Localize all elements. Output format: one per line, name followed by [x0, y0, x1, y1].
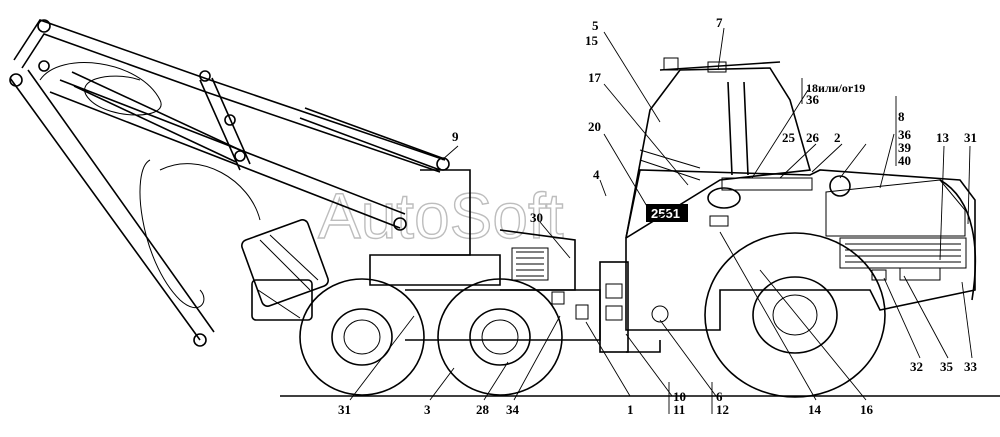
- callout-30: 30: [530, 210, 543, 225]
- callout-31-top: 31: [964, 130, 977, 145]
- watermark: AutoSoft: [318, 180, 564, 252]
- callout-31-bottom: 31: [338, 402, 351, 417]
- callout-16: 16: [860, 402, 874, 417]
- callout-17: 17: [588, 70, 602, 85]
- callout-32: 32: [910, 359, 923, 374]
- rear-wheel: [704, 232, 886, 398]
- front-wheels: [299, 278, 563, 396]
- callout-8: 8: [898, 109, 905, 124]
- callout-1: 1: [627, 402, 634, 417]
- cabin: [625, 57, 812, 239]
- rear-body: 2551: [625, 169, 976, 331]
- callout-10: 10: [673, 389, 686, 404]
- leader-lines: [349, 27, 973, 414]
- callout-20: 20: [588, 119, 601, 134]
- articulation: [599, 261, 661, 353]
- callout-26: 26: [806, 130, 820, 145]
- callout-28: 28: [476, 402, 490, 417]
- callout-12: 12: [716, 402, 729, 417]
- callout-36-top: 36: [806, 92, 820, 107]
- crane-boom: [9, 19, 450, 347]
- callout-14: 14: [808, 402, 822, 417]
- callout-25: 25: [782, 130, 796, 145]
- callout-15: 15: [585, 33, 599, 48]
- callout-11: 11: [673, 402, 685, 417]
- callout-7: 7: [716, 15, 723, 30]
- callout-4: 4: [593, 167, 600, 182]
- callout-34: 34: [506, 402, 520, 417]
- callout-2: 2: [834, 130, 841, 145]
- callout-labels: 5 15 7 17 18или/or19 36 20 25 26 2 8 36 …: [338, 15, 978, 417]
- callout-35: 35: [940, 359, 954, 374]
- callout-33: 33: [964, 359, 978, 374]
- callout-39: 39: [898, 140, 912, 155]
- callout-36: 36: [898, 127, 912, 142]
- callout-3: 3: [424, 402, 431, 417]
- callout-40: 40: [898, 153, 911, 168]
- callout-18: 18или/or19: [806, 81, 865, 95]
- callout-6: 6: [716, 389, 723, 404]
- callout-13: 13: [936, 130, 950, 145]
- callout-5: 5: [592, 18, 599, 33]
- callout-9: 9: [452, 129, 459, 144]
- rear-hood-edge: [939, 179, 977, 301]
